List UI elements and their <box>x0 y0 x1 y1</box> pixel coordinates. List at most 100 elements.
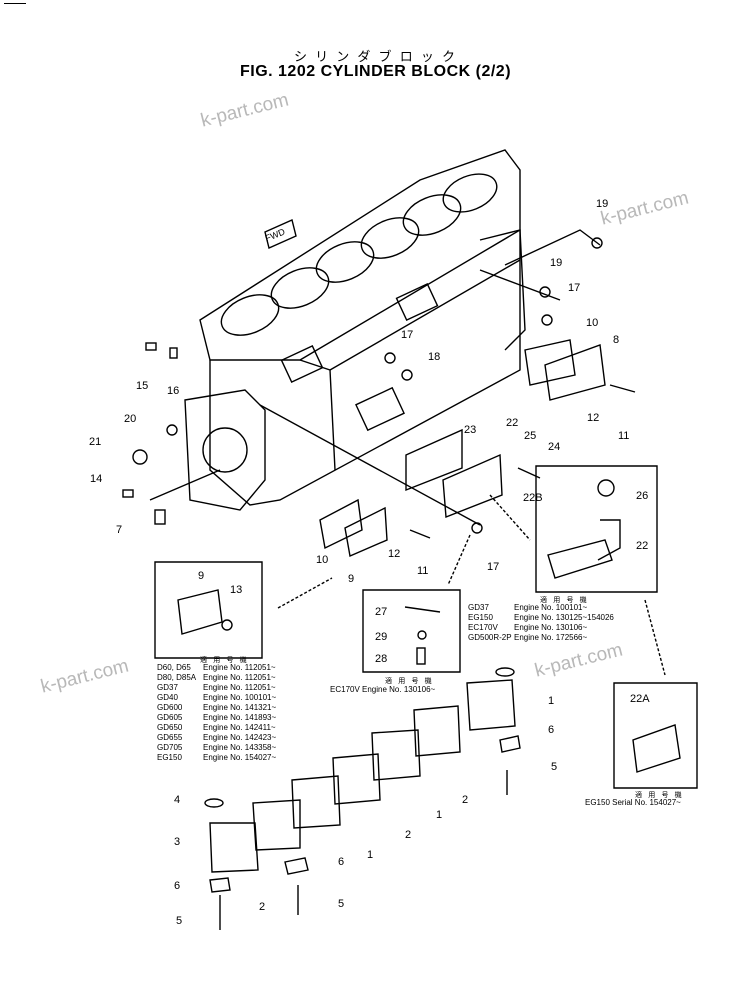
corner-rule <box>4 3 26 4</box>
applicability-row: D80, D85A Engine No. 112051~ <box>157 673 276 683</box>
bearing-cap <box>466 679 516 731</box>
callout: 5 <box>338 898 345 910</box>
callout: 25 <box>524 430 537 442</box>
engine-number: Engine No. 141321~ <box>203 703 277 712</box>
callout: 2 <box>405 829 412 841</box>
plug-17 <box>384 352 396 364</box>
applicability-header-bottom-right: 適 用 号 機 <box>635 791 684 799</box>
gasket-10 <box>524 339 576 386</box>
applicability-header-left: 適 用 号 機 <box>200 656 249 664</box>
callout: 1 <box>367 849 374 861</box>
callout: 6 <box>338 856 345 868</box>
gasket-23 <box>405 428 463 492</box>
callout: 17 <box>401 329 414 341</box>
plug-17-lower <box>471 522 483 534</box>
callout: 6 <box>174 880 181 892</box>
pipe-27 <box>404 606 441 613</box>
callout: 26 <box>636 490 649 502</box>
cylinder-bore <box>402 194 462 236</box>
callout: 12 <box>388 548 401 560</box>
side-port <box>280 345 324 383</box>
callout: 1 <box>436 809 443 821</box>
side-port <box>355 386 405 432</box>
engine-number: Engine No. 154027~ <box>203 753 277 762</box>
model-name: GD605 <box>157 713 183 722</box>
callout: 22B <box>523 492 543 504</box>
model-name: GD37 <box>157 683 178 692</box>
callout: 2 <box>462 794 469 806</box>
plug-13 <box>221 619 233 631</box>
cylinder-bore <box>360 217 420 259</box>
callout: 7 <box>116 524 123 536</box>
spring-shaft <box>644 599 666 676</box>
bearing-cap <box>332 753 381 805</box>
callout: 24 <box>548 441 561 453</box>
front-plate <box>184 389 266 511</box>
plug-20 <box>166 424 178 436</box>
model-name: GD600 <box>157 703 183 712</box>
callout: 5 <box>176 915 183 927</box>
bolt-11 <box>609 384 636 393</box>
side-port <box>395 283 439 321</box>
engine-number: Engine No. 142411~ <box>203 723 276 732</box>
engine-number: Engine No. 172566~ <box>514 633 588 642</box>
callout: 22A <box>630 693 650 705</box>
callout: 6 <box>548 724 555 736</box>
detail-box <box>154 561 263 659</box>
model-name: EC170V <box>468 623 498 632</box>
callout: 29 <box>375 631 388 643</box>
cover-9 <box>344 506 388 557</box>
callout: 18 <box>428 351 441 363</box>
engine-number: Engine No. 112051~ <box>203 673 276 682</box>
callout: 17 <box>568 282 581 294</box>
bearing-cap <box>209 822 259 873</box>
applicability-bottom-right: EG150 Serial No. 154027~ <box>585 798 681 807</box>
callout: 27 <box>375 606 388 618</box>
plug-19 <box>539 286 551 298</box>
callout: 20 <box>124 413 137 425</box>
plug-19-top <box>591 237 603 249</box>
callout: 8 <box>613 334 620 346</box>
leader-line <box>149 469 221 501</box>
callout: 9 <box>348 573 355 585</box>
engine-number: Engine No. 143358~ <box>203 743 277 752</box>
spring-shaft <box>277 577 333 609</box>
cylinder-bore <box>442 173 498 213</box>
callout: 23 <box>464 424 477 436</box>
block-edge <box>329 259 521 371</box>
detail-box <box>613 682 698 789</box>
elbow-22 <box>547 539 613 579</box>
callout: 17 <box>487 561 500 573</box>
applicability-center: EC170V Engine No. 130106~ <box>330 685 436 694</box>
callout: 9 <box>198 570 205 582</box>
cover-22 <box>442 453 503 518</box>
model-name: D80, D85A <box>157 673 197 682</box>
block-side <box>209 230 521 506</box>
bolt-11-lower <box>409 529 431 539</box>
plug-21 <box>132 449 148 465</box>
block-deck <box>199 149 521 361</box>
callout: 4 <box>174 794 181 806</box>
bearing-cap <box>413 705 461 757</box>
seal-29 <box>417 630 427 640</box>
bearing-cap <box>371 729 421 781</box>
lock-plate-6 <box>499 735 521 753</box>
lock-plate-6 <box>209 877 231 893</box>
engine-number: Engine No. 130125~154026 <box>514 613 614 622</box>
engine-number: Engine No. 112051~ <box>203 663 276 672</box>
engine-number: Engine No. 100101~ <box>203 693 277 702</box>
callout: 3 <box>174 836 181 848</box>
callout: 14 <box>90 473 103 485</box>
model-name: GD650 <box>157 723 183 732</box>
model-name: D60, D65 <box>157 663 191 672</box>
fitting-26 <box>597 479 615 497</box>
